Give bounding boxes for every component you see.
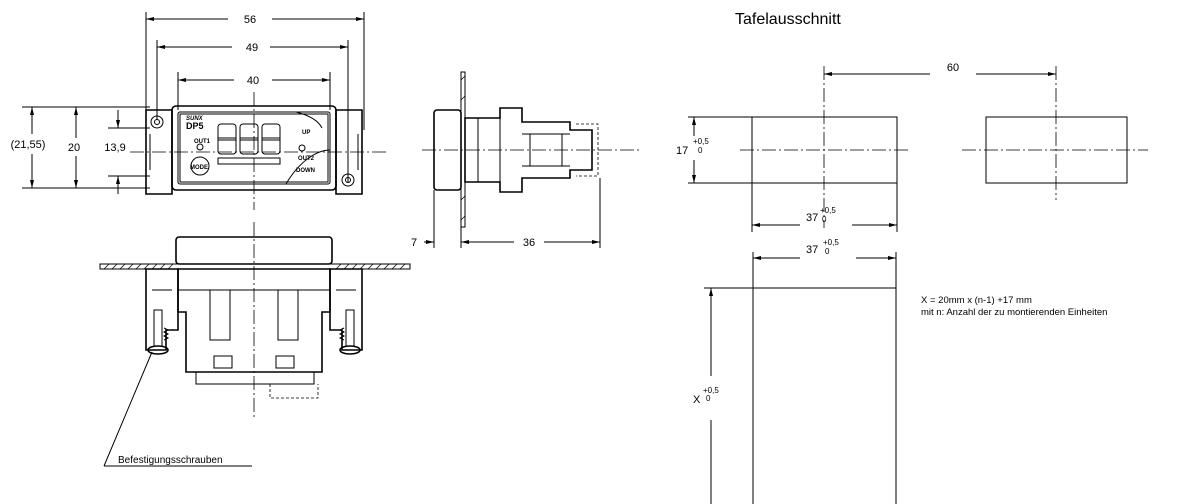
fixing-screw-right <box>338 309 361 355</box>
seven-segment-display <box>217 123 281 165</box>
side-view: 7 36 <box>411 71 640 249</box>
dim-label-36: 36 <box>523 237 535 249</box>
out1-indicator-icon <box>196 143 204 151</box>
dim-x-tolerance-low: 0 <box>706 394 711 403</box>
dim-gang-width: 37 +0,5 0 <box>752 238 897 288</box>
dim-37-tolerance-low: 0 <box>822 215 827 224</box>
dim-cutout-height: 17 +0,5 0 <box>676 116 752 184</box>
dim-label-x: X <box>693 394 701 406</box>
dim-bezel-width: 40 <box>177 72 331 110</box>
dim-panel-thickness: 7 <box>411 190 435 249</box>
mounting-view: Befestigungsschrauben <box>99 222 411 467</box>
panel-hatching <box>103 263 406 270</box>
up-label: UP <box>302 130 310 136</box>
dim-37-gang-tolerance-low: 0 <box>825 247 830 256</box>
dim-mount-pitch: 49 <box>156 40 349 182</box>
dim-label-17: 17 <box>676 145 688 157</box>
dim-label-49: 49 <box>246 42 258 54</box>
mode-button-icon <box>190 156 210 176</box>
brand-label: SUNX <box>186 116 204 122</box>
dim-cutout-pitch: 60 <box>824 62 1056 76</box>
dim-label-37-gang: 37 <box>806 244 818 256</box>
dim-label-60: 60 <box>947 62 959 74</box>
panel-cutout: Tafelausschnitt 60 17 +0,5 0 <box>676 11 1148 504</box>
gang-cutout-rect <box>752 287 897 504</box>
model-label: DP5 <box>186 121 204 131</box>
dim-label-7: 7 <box>411 237 417 249</box>
front-housing: SUNX DP5 OUT1 MODE UP OUT2 DOWN <box>130 92 388 210</box>
out1-label: OUT1 <box>194 139 211 145</box>
mode-label: MODE <box>190 165 208 171</box>
dim-x-tolerance: +0,5 <box>703 386 719 395</box>
dim-bezel-height: 20 <box>68 107 80 188</box>
dim-label-13-9: 13,9 <box>104 142 125 154</box>
out2-indicator-icon <box>298 144 306 152</box>
dim-depth: 36 <box>460 178 601 249</box>
formula-text: X = 20mm x (n-1) +17 mm <box>921 295 1032 306</box>
fixing-screws-callout: Befestigungsschrauben <box>118 455 223 466</box>
dim-37-tolerance: +0,5 <box>820 206 836 215</box>
formula-note: mit n: Anzahl der zu montierenden Einhei… <box>921 307 1107 318</box>
dim-37-gang-tolerance: +0,5 <box>823 238 839 247</box>
dim-gang-height: X +0,5 0 <box>693 287 753 504</box>
dim-window-height: 13,9 <box>104 110 150 194</box>
panel-cutout-title: Tafelausschnitt <box>735 11 841 28</box>
screw-icon <box>341 173 355 187</box>
front-view: 56 49 40 ( <box>11 12 388 210</box>
out2-label: OUT2 <box>298 156 315 162</box>
fixing-screw-left <box>147 309 170 355</box>
dim-label-56: 56 <box>244 14 256 26</box>
dim-label-21-55: (21,55) <box>11 139 46 151</box>
dim-label-20: 20 <box>68 142 80 154</box>
dim-overall-height: (21,55) <box>11 106 150 189</box>
dim-cutout-width: 37 +0,5 0 <box>751 183 898 232</box>
down-label: DOWN <box>296 168 315 174</box>
dim-label-40: 40 <box>247 75 259 87</box>
dim-17-tolerance: +0,5 <box>693 137 709 146</box>
screw-icon <box>150 115 164 129</box>
dim-label-37: 37 <box>806 212 818 224</box>
dim-17-tolerance-low: 0 <box>698 146 703 155</box>
